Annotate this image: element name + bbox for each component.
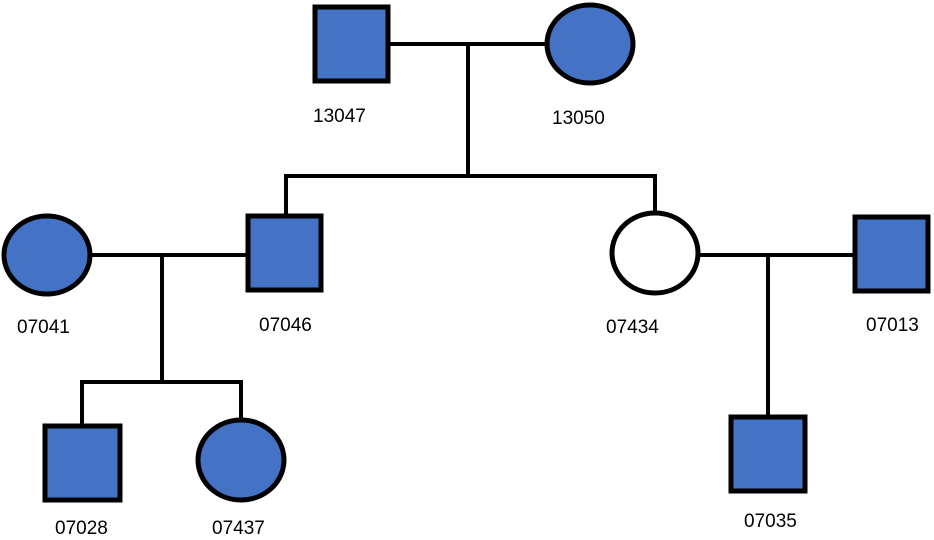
pedigree-connectors <box>80 42 855 426</box>
id-label-07028: 07028 <box>55 518 108 539</box>
male-square-07035 <box>728 414 808 494</box>
id-label-07046: 07046 <box>259 315 312 336</box>
id-label-07041: 07041 <box>17 317 70 338</box>
id-label-07437: 07437 <box>212 518 265 539</box>
id-label-07434: 07434 <box>606 317 659 338</box>
male-square-07028 <box>42 423 123 503</box>
female-circle-07434 <box>609 210 701 296</box>
male-square-07013 <box>852 214 931 294</box>
male-square-07046 <box>245 213 324 293</box>
female-circle-07437 <box>195 417 287 503</box>
id-label-07035: 07035 <box>744 511 797 532</box>
male-square-13047 <box>312 4 391 84</box>
female-circle-07041 <box>1 213 93 297</box>
id-label-07013: 07013 <box>866 315 919 336</box>
female-circle-13050 <box>544 2 636 86</box>
id-label-13050: 13050 <box>552 108 605 129</box>
id-label-13047: 13047 <box>313 106 366 127</box>
